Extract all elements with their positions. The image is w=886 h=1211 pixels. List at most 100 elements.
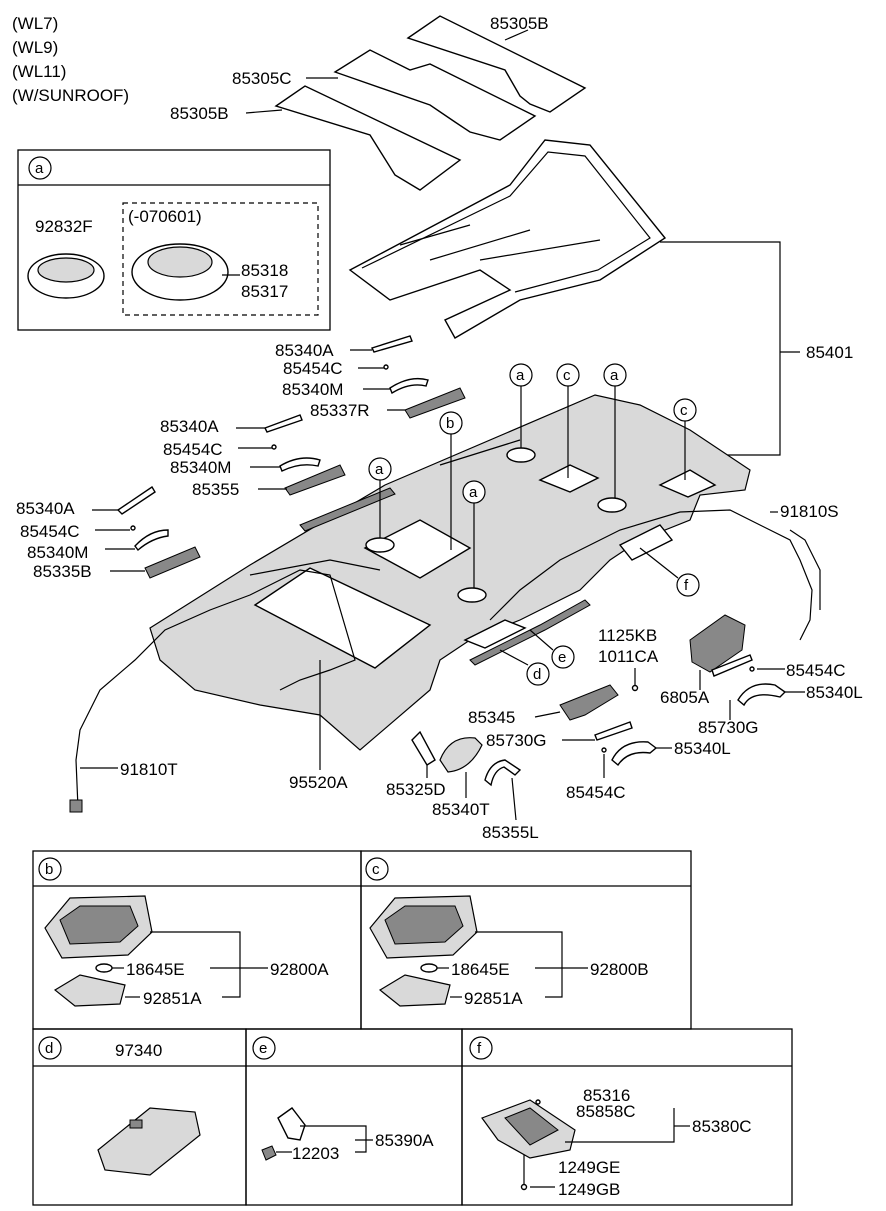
label-85340L-2: 85340L <box>674 739 731 758</box>
variant-wl9: (WL9) <box>12 38 58 57</box>
box-b-letter: b <box>45 861 53 878</box>
label-85390A: 85390A <box>375 1131 434 1150</box>
variant-sunroof: (W/SUNROOF) <box>12 86 129 105</box>
label-85340A-3: 85340A <box>16 499 75 518</box>
lens-b <box>53 974 126 1007</box>
callout-e-1: e <box>529 629 575 669</box>
callout-c-2: c <box>673 398 697 480</box>
label-1011CA: 1011CA <box>598 647 659 666</box>
label-85454C-2: 85454C <box>163 440 223 459</box>
handle-85355L <box>484 759 522 787</box>
variant-wl7: (WL7) <box>12 14 58 33</box>
connector-91810T <box>69 799 83 813</box>
svg-text:a: a <box>610 367 619 384</box>
label-85454C-1: 85454C <box>283 359 343 378</box>
svg-text:c: c <box>563 367 571 384</box>
headliner <box>149 394 751 751</box>
label-91810T: 91810T <box>120 760 178 779</box>
bulb-c <box>420 963 438 973</box>
label-85337R: 85337R <box>310 401 370 420</box>
label-85305B-top: 85305B <box>490 14 549 33</box>
label-91810S: 91810S <box>780 502 839 521</box>
callout-f-1: f <box>639 547 700 597</box>
label-6805A: 6805A <box>660 688 710 707</box>
label-95520A: 95520A <box>289 773 348 792</box>
label-85340M-3: 85340M <box>27 543 88 562</box>
label-85305C: 85305C <box>232 69 292 88</box>
lamp-85318 <box>131 243 229 301</box>
label-85454C-3: 85454C <box>20 522 80 541</box>
callout-d-1: d <box>499 649 550 686</box>
svg-text:a: a <box>375 461 384 478</box>
handle-85340L-1 <box>737 683 787 707</box>
label-85401: 85401 <box>806 343 853 362</box>
wire-harness-91810T <box>75 569 356 809</box>
variant-wl11: (WL11) <box>12 62 66 81</box>
label-92800B: 92800B <box>590 960 649 979</box>
svg-text:b: b <box>446 415 454 432</box>
box-e-letter: e <box>259 1040 267 1057</box>
box-c-letter: c <box>372 861 380 878</box>
screw-12203 <box>261 1145 277 1161</box>
callout-a-4: a <box>462 480 486 588</box>
label-85340A-2: 85340A <box>160 417 219 436</box>
callout-a-1: a <box>509 363 533 448</box>
console-lamp-c <box>369 895 478 959</box>
label-85355L: 85355L <box>482 823 539 842</box>
clip-85390A <box>277 1107 306 1141</box>
clip-85325D <box>411 730 436 766</box>
label-85858C: 85858C <box>576 1102 636 1121</box>
label-85355: 85355 <box>192 480 239 499</box>
label-92851A-c: 92851A <box>464 989 523 1008</box>
label-1249GB: 1249GB <box>558 1180 620 1199</box>
handle-group-3 <box>116 486 201 579</box>
label-85317: 85317 <box>241 282 288 301</box>
label-85730G-2: 85730G <box>486 731 547 750</box>
sub-box-070601 <box>122 202 319 316</box>
label-1125KB: 1125KB <box>598 626 657 645</box>
bulb-b <box>95 963 113 973</box>
label-85340M-2: 85340M <box>170 458 231 477</box>
callout-b-1: b <box>439 411 463 550</box>
label-18645E-c: 18645E <box>451 960 510 979</box>
label-92800A: 92800A <box>270 960 329 979</box>
lens-c <box>378 974 451 1007</box>
handle-group-1 <box>371 335 466 419</box>
box-f-letter: f <box>477 1040 482 1057</box>
svg-text:a: a <box>516 367 525 384</box>
callout-circle-a-box <box>28 156 52 180</box>
label-18645E-b: 18645E <box>126 960 185 979</box>
clip-85730G-1 <box>711 654 753 677</box>
label-85305B-mid: 85305B <box>170 104 229 123</box>
callout-c-1: c <box>556 363 580 478</box>
label-85318: 85318 <box>241 261 288 280</box>
label-85325D: 85325D <box>386 780 446 799</box>
svg-text:d: d <box>533 666 541 683</box>
lamp-92832F <box>27 253 105 299</box>
roof-pad-top <box>406 15 587 113</box>
label-97340: 97340 <box>115 1041 162 1060</box>
label-92851A-b: 92851A <box>143 989 202 1008</box>
svg-text:a: a <box>469 484 478 501</box>
box-d-letter: d <box>45 1040 53 1057</box>
console-lamp-b <box>44 895 153 959</box>
label-85454C-5: 85454C <box>566 783 626 802</box>
label-85335B: 85335B <box>33 562 92 581</box>
label-85316: 85316 <box>583 1086 630 1105</box>
callout-a-3: a <box>368 457 392 538</box>
label-85340A-1: 85340A <box>275 341 334 360</box>
roof-pad-middle <box>333 49 537 141</box>
label-85340M-1: 85340M <box>282 380 343 399</box>
svg-text:e: e <box>558 649 566 666</box>
label-12203: 12203 <box>292 1144 339 1163</box>
bracket-6805A <box>689 614 746 673</box>
svg-text:c: c <box>680 402 688 419</box>
label-1249GE: 1249GE <box>558 1158 620 1177</box>
handle-group-2 <box>264 414 346 496</box>
label-85730G-1: 85730G <box>698 718 759 737</box>
roof-frame <box>348 139 667 339</box>
lamp-85380C <box>481 1099 576 1159</box>
label-85340T: 85340T <box>432 800 490 819</box>
label-85454C-4: 85454C <box>786 661 846 680</box>
